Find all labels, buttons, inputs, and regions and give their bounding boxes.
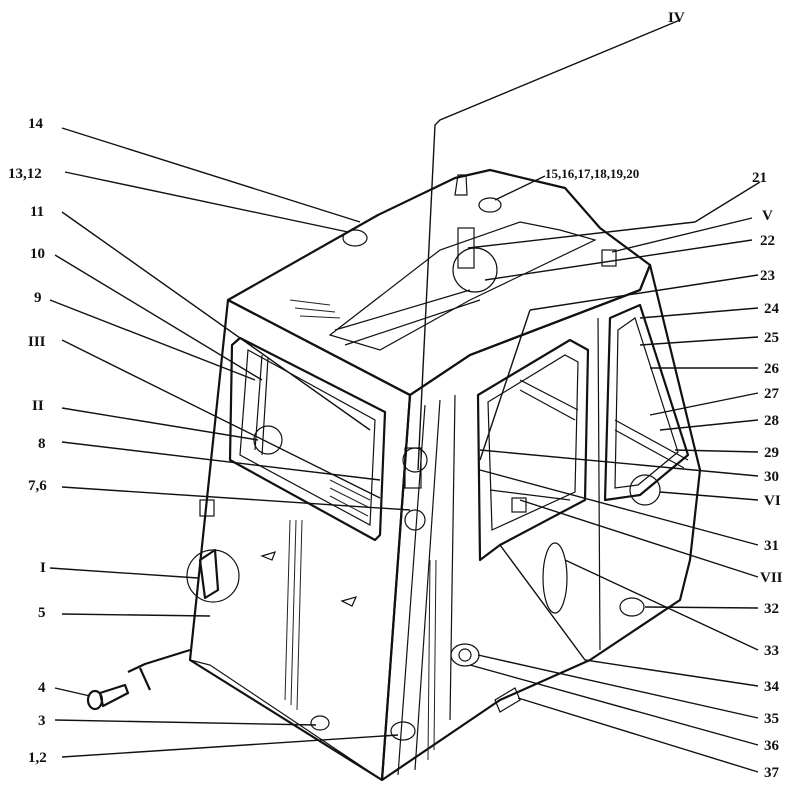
label-I: I	[40, 560, 46, 576]
label-28: 28	[764, 413, 779, 429]
label-29: 29	[764, 445, 779, 461]
label-IV: IV	[668, 10, 685, 26]
label-1-2: 1,2	[28, 750, 47, 766]
label-III: III	[28, 334, 46, 350]
label-30: 30	[764, 469, 779, 485]
label-33: 33	[764, 643, 779, 659]
label-26: 26	[764, 361, 780, 377]
rear-window	[603, 303, 690, 502]
label-34: 34	[764, 679, 780, 695]
leader-lines	[49, 19, 761, 773]
label-27: 27	[764, 386, 780, 402]
label-24: 24	[764, 301, 780, 317]
label-35: 35	[764, 711, 779, 727]
label-32: 32	[764, 601, 779, 617]
label-VI: VI	[764, 493, 781, 509]
screw-icon	[86, 683, 130, 711]
label-3: 3	[38, 713, 46, 729]
label-VII: VII	[760, 570, 783, 586]
callout-labels: 14 13,12 11 10 9 III II 8 7,6 I 5 4 3 1,…	[8, 10, 783, 781]
label-9: 9	[34, 290, 42, 306]
cab-details	[86, 174, 661, 741]
label-22: 22	[760, 233, 775, 249]
fastener-icon	[127, 648, 191, 691]
label-23: 23	[760, 268, 775, 284]
label-37: 37	[764, 765, 780, 781]
label-21: 21	[752, 170, 767, 186]
label-13-12: 13,12	[8, 166, 42, 182]
label-15-20: 15,16,17,18,19,20	[545, 166, 639, 181]
label-8: 8	[38, 436, 46, 452]
label-36: 36	[764, 738, 780, 754]
cab-body	[188, 168, 702, 782]
label-II: II	[32, 398, 44, 414]
label-10: 10	[30, 246, 45, 262]
label-5: 5	[38, 605, 46, 621]
label-7-6: 7,6	[28, 478, 47, 494]
label-31: 31	[764, 538, 779, 554]
label-4: 4	[38, 680, 46, 696]
label-11: 11	[30, 204, 44, 220]
label-14: 14	[28, 116, 44, 132]
side-window	[476, 338, 590, 562]
label-V: V	[762, 208, 773, 224]
label-25: 25	[764, 330, 779, 346]
